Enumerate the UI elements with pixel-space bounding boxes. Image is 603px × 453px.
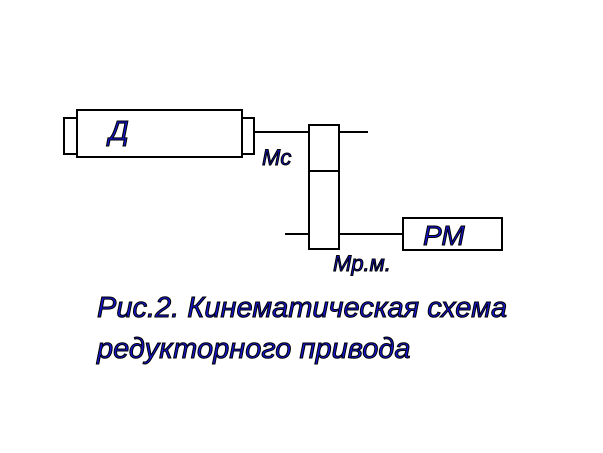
motor-right-cap bbox=[241, 117, 255, 155]
working-machine-box bbox=[402, 217, 503, 251]
working-machine-label: РМ bbox=[423, 220, 465, 251]
motor-body bbox=[76, 109, 243, 158]
motor-left-cap bbox=[63, 117, 78, 155]
gearbox-lower-block bbox=[308, 170, 340, 250]
caption-line-1: Рис.2. Кинематическая схема bbox=[97, 292, 507, 324]
caption-line-2: редукторного привода bbox=[96, 333, 411, 365]
gearbox-upper-block bbox=[308, 124, 340, 172]
coupling-moment-label: Мс bbox=[262, 145, 291, 170]
working-machine-moment-label: Мр.м. bbox=[333, 251, 391, 276]
motor-label: Д bbox=[106, 115, 129, 146]
